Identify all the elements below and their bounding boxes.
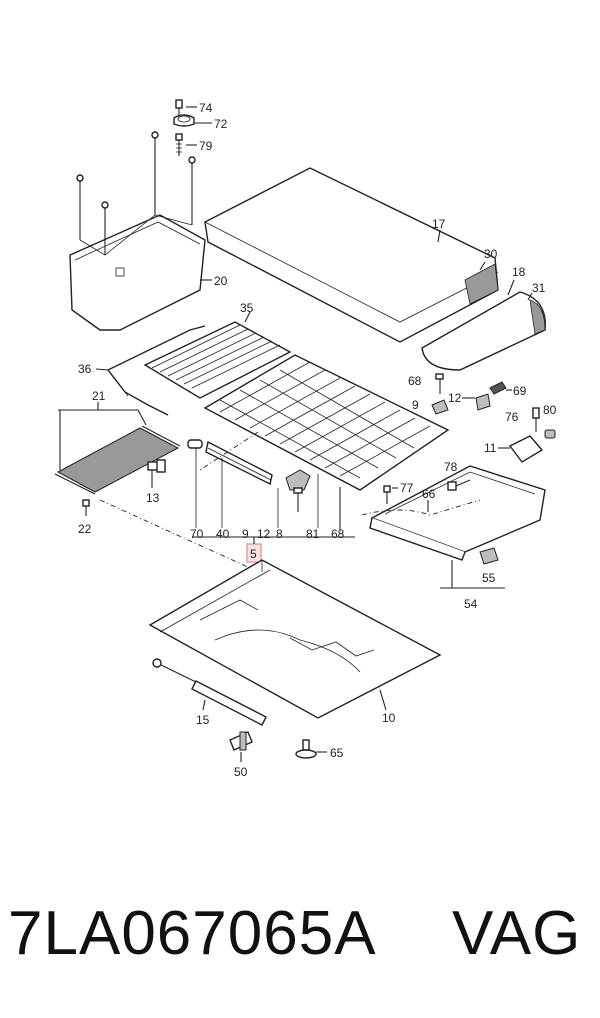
- part-screw-79: [175, 133, 183, 156]
- callout-68-bottom: 68: [331, 527, 345, 541]
- callout-69: 69: [513, 384, 527, 398]
- callout-54: 54: [464, 597, 478, 611]
- callout-9-bottom: 9: [242, 527, 249, 541]
- callout-18: 18: [512, 265, 526, 279]
- callout-22: 22: [78, 522, 92, 536]
- callout-70: 70: [190, 527, 204, 541]
- callout-31: 31: [532, 281, 546, 295]
- part-bolt-78: [447, 479, 471, 491]
- callout-35: 35: [240, 301, 254, 315]
- callout-76: 76: [505, 410, 519, 424]
- part-clip-13: [147, 459, 166, 488]
- part-cargo-net-21: [54, 425, 181, 495]
- part-seat-cushion-17: [204, 167, 499, 343]
- part-bolt-81: [293, 487, 303, 512]
- callout-36: 36: [78, 362, 92, 376]
- part-clip-55: [479, 547, 499, 565]
- part-clip-12: [475, 393, 491, 411]
- part-screw-68: [435, 373, 444, 394]
- callout-72: 72: [214, 117, 228, 131]
- callout-30: 30: [484, 247, 498, 261]
- part-nut-80: [544, 429, 556, 439]
- part-storage-bag-20: [69, 131, 206, 331]
- part-support-plate-54: [369, 465, 546, 561]
- exploded-parts-diagram: 74 72 79 20 17 30 18 31: [54, 99, 557, 779]
- callout-12-bottom: 12: [257, 527, 271, 541]
- part-hinge-11: [508, 435, 544, 463]
- part-slat-panel-35: [143, 321, 292, 399]
- part-spring-mat: [203, 354, 450, 491]
- part-pin-69: [489, 381, 507, 395]
- part-gas-strut-15: [152, 658, 267, 726]
- callout-5: 5: [250, 547, 257, 561]
- callout-11: 11: [484, 441, 497, 455]
- callout-81: 81: [306, 527, 320, 541]
- callout-9-top: 9: [412, 398, 419, 412]
- callout-12-top: 12: [448, 391, 462, 405]
- callout-17: 17: [432, 217, 446, 231]
- callout-80: 80: [543, 403, 557, 417]
- part-floor-panel-10: [148, 559, 442, 719]
- callout-78: 78: [444, 460, 458, 474]
- part-pin-70: [187, 439, 203, 449]
- callout-79: 79: [199, 139, 213, 153]
- callout-74: 74: [199, 101, 213, 115]
- part-rod-66: [361, 499, 481, 516]
- callout-50: 50: [234, 765, 248, 779]
- callout-77: 77: [400, 481, 414, 495]
- part-screw-76: [532, 407, 540, 432]
- part-bracket-8: [285, 469, 311, 491]
- callout-13: 13: [146, 491, 160, 505]
- callout-65: 65: [330, 746, 344, 760]
- part-trim-40: [205, 440, 273, 486]
- part-clip-9: [431, 399, 449, 415]
- callout-66: 66: [422, 487, 436, 501]
- callout-68-top: 68: [408, 374, 422, 388]
- part-screw-77: [383, 485, 391, 504]
- callout-8: 8: [276, 527, 283, 541]
- part-cap-72: [173, 114, 195, 127]
- footer-caption: 7LA067065A VAG: [0, 880, 600, 1000]
- part-frame-rod-36: [107, 325, 206, 416]
- part-ball-stud-50: [229, 731, 253, 751]
- brand-label: VAG: [452, 899, 582, 968]
- part-number-label: 7LA067065A: [8, 899, 377, 968]
- callout-10: 10: [382, 711, 396, 725]
- callout-55: 55: [482, 571, 496, 585]
- callout-20: 20: [214, 274, 228, 288]
- callout-40: 40: [216, 527, 230, 541]
- callout-21: 21: [92, 389, 106, 403]
- part-screw-22: [82, 499, 90, 516]
- part-foot-65: [295, 739, 317, 759]
- callout-15: 15: [196, 713, 210, 727]
